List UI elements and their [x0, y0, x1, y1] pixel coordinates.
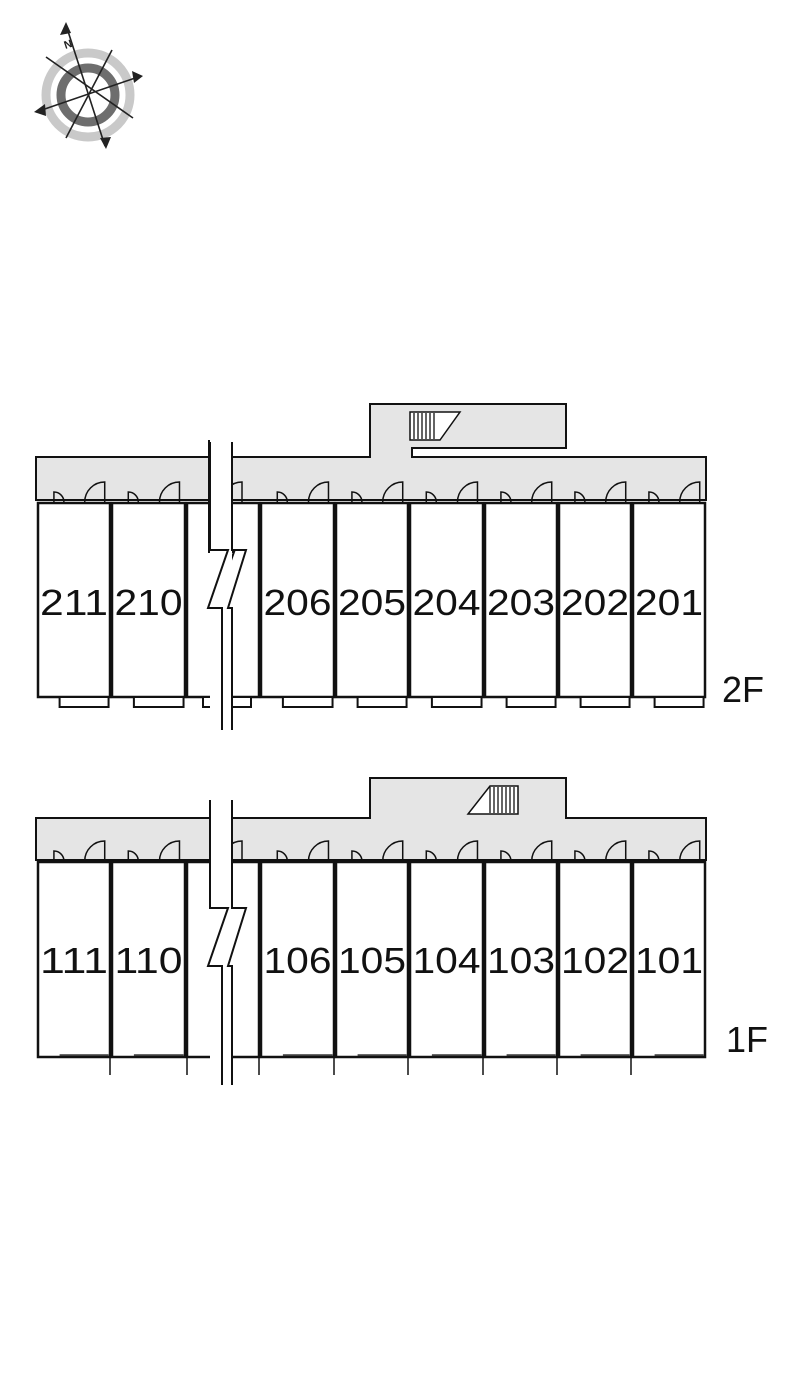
- balcony: [281, 696, 334, 708]
- floor-label-1f: 1F: [726, 1019, 768, 1060]
- door-icon: [530, 481, 553, 503]
- room-number: 210: [115, 582, 183, 623]
- room-number: 101: [635, 940, 703, 981]
- door-icon: [276, 850, 289, 862]
- balcony: [505, 696, 557, 708]
- corridor-2f: [35, 403, 707, 501]
- room-number: 102: [561, 940, 629, 981]
- door-icon: [158, 481, 181, 503]
- room-unit: 204: [408, 481, 485, 699]
- balcony: [430, 696, 483, 708]
- room-unit: 205: [334, 481, 410, 699]
- balcony-2f: [58, 696, 705, 708]
- balcony: [653, 696, 705, 708]
- room-number: 106: [264, 940, 332, 981]
- room-number: 103: [487, 940, 555, 981]
- door-icon: [351, 850, 363, 862]
- room-number: 204: [413, 582, 481, 623]
- room-unit: 102: [557, 840, 633, 1059]
- door-icon: [276, 491, 289, 503]
- door-icon: [530, 840, 553, 862]
- room-unit: 210: [110, 481, 187, 699]
- room-number: 205: [338, 582, 406, 623]
- room-unit: 104: [408, 840, 485, 1059]
- room-number: 104: [413, 940, 481, 981]
- door-icon: [381, 481, 404, 503]
- door-icon: [648, 850, 660, 862]
- door-icon: [648, 491, 660, 503]
- room-number: 111: [40, 940, 108, 981]
- door-icon: [456, 840, 479, 862]
- balcony: [356, 696, 408, 708]
- room-unit: 203: [483, 481, 559, 699]
- balcony: [132, 696, 185, 708]
- room-number: 206: [264, 582, 332, 623]
- balcony: [58, 696, 110, 708]
- floor-label-2f: 2F: [722, 669, 764, 710]
- room-unit: 111: [36, 840, 112, 1059]
- door-icon: [574, 491, 586, 503]
- room-unit: 103: [483, 840, 559, 1059]
- door-icon: [127, 491, 140, 503]
- door-icon: [604, 481, 627, 503]
- room-number: 203: [487, 582, 555, 623]
- door-icon: [53, 850, 65, 862]
- room-unit: 101: [631, 840, 707, 1059]
- door-icon: [500, 850, 512, 862]
- room-number: 110: [115, 940, 183, 981]
- room-unit: 201: [631, 481, 707, 699]
- staircase-icon: [466, 785, 519, 815]
- door-icon: [83, 481, 106, 503]
- room-number: 202: [561, 582, 629, 623]
- garden-markers-1f: [59, 1054, 704, 1075]
- door-icon: [678, 481, 701, 503]
- room-unit: 110: [110, 840, 187, 1059]
- room-number: 201: [635, 582, 703, 623]
- room-unit: 106: [259, 840, 336, 1059]
- door-icon: [307, 481, 330, 503]
- door-icon: [381, 840, 404, 862]
- compass-rose-icon: N: [34, 22, 143, 149]
- corridor-1f: [35, 777, 707, 861]
- balcony: [579, 696, 631, 708]
- door-icon: [425, 491, 438, 503]
- room-unit: 206: [259, 481, 336, 699]
- door-icon: [158, 840, 181, 862]
- room-unit: 202: [557, 481, 633, 699]
- door-icon: [351, 491, 363, 503]
- door-icon: [53, 491, 65, 503]
- room-unit: 105: [334, 840, 410, 1059]
- door-icon: [425, 850, 438, 862]
- door-icon: [500, 491, 512, 503]
- door-icon: [83, 840, 106, 862]
- door-icon: [456, 481, 479, 503]
- door-icon: [678, 840, 701, 862]
- room-number: 105: [338, 940, 406, 981]
- door-icon: [604, 840, 627, 862]
- door-icon: [307, 840, 330, 862]
- door-icon: [127, 850, 140, 862]
- break-line-2f: [206, 440, 248, 730]
- door-icon: [574, 850, 586, 862]
- break-line-1f: [206, 800, 248, 1085]
- staircase-icon: [409, 411, 462, 441]
- room-number: 211: [40, 582, 108, 623]
- compass-north-label: N: [63, 38, 74, 52]
- room-unit: 211: [36, 481, 112, 699]
